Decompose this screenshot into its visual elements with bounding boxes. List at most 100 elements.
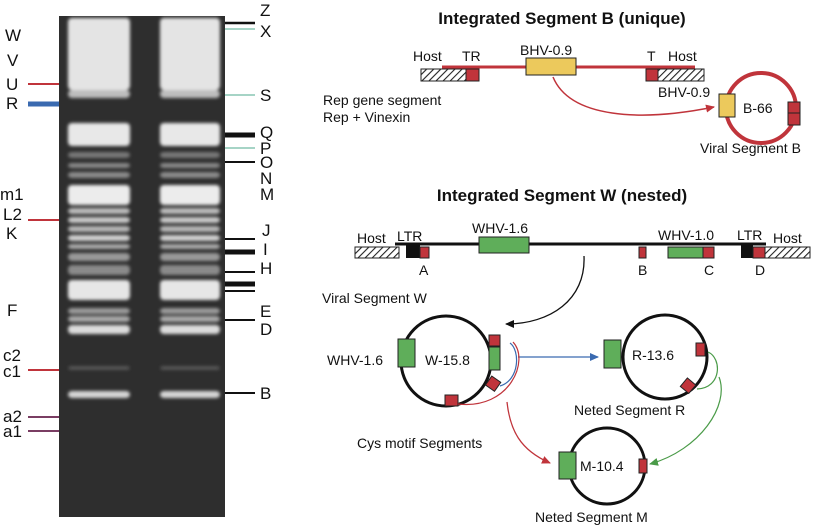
site-c: C: [704, 262, 714, 278]
gel-band: [160, 123, 220, 146]
gel-band: [160, 172, 220, 178]
segment-w-title: Integrated Segment W (nested): [437, 186, 687, 205]
gel-band: [160, 325, 220, 334]
neted-segment-m-label: Neted Segment M: [535, 509, 648, 525]
band-label-c2: c2: [3, 346, 21, 365]
gel-band: [68, 325, 130, 334]
gel-band: [160, 235, 220, 241]
r136-label: R-13.6: [632, 347, 674, 363]
gel-band: [160, 253, 220, 261]
neted-segment-r-label: Neted Segment R: [574, 402, 685, 418]
segment-b-diagram: Integrated Segment B (unique) Host TR BH…: [323, 9, 801, 156]
gel-image: [59, 16, 225, 517]
band-label-f: F: [7, 301, 17, 320]
tr-label: TR: [462, 48, 481, 64]
t-label: T: [647, 48, 656, 64]
gel-band: [68, 253, 130, 261]
segment-w-diagram: Integrated Segment W (nested) Host LTR W…: [322, 186, 811, 525]
band-label-e: E: [260, 302, 271, 321]
segment-b-title: Integrated Segment B (unique): [438, 9, 685, 28]
host-dna-right: [657, 68, 705, 82]
band-label-q: Q: [260, 123, 273, 142]
band-label-x: X: [260, 22, 271, 41]
gel-band: [160, 280, 220, 300]
band-label-l2: L2: [3, 205, 22, 224]
site-b: B: [638, 262, 647, 278]
band-label-j: J: [262, 221, 271, 240]
whv16-box: [478, 236, 530, 254]
gel-band: [68, 152, 130, 158]
gel-band: [160, 391, 220, 398]
gel-band: [68, 18, 130, 90]
bhv-gene-box: [525, 57, 577, 76]
gel-band: [68, 366, 130, 370]
band-label-m1: m1: [0, 185, 24, 204]
band-label-h: H: [260, 259, 272, 278]
nested-circle-r: [621, 313, 709, 401]
gel-band: [68, 235, 130, 241]
band-label-r: R: [6, 94, 18, 113]
gel-band: [160, 163, 220, 168]
rep-vinexin-note: Rep + Vinexin: [323, 109, 410, 125]
b66-label: B-66: [743, 100, 773, 116]
gel-band: [68, 123, 130, 146]
band-label-o: O: [260, 153, 273, 172]
gel-band: [68, 163, 130, 168]
viral-segment-b-label: Viral Segment B: [700, 140, 801, 156]
gel-band: [160, 152, 220, 158]
gel-band: [160, 265, 220, 275]
band-label-m: M: [260, 185, 274, 204]
gel-band: [68, 280, 130, 300]
band-label-a2: a2: [3, 407, 22, 426]
t-box: [645, 68, 659, 82]
band-label-a1: a1: [3, 422, 22, 441]
gel-band: [68, 90, 130, 98]
host-dna-left: [420, 68, 467, 82]
gel-band: [68, 391, 130, 398]
gel-band: [68, 308, 130, 314]
arrow-to-m-green: [649, 376, 722, 466]
band-label-b: B: [260, 384, 271, 403]
arrow-w: [505, 255, 585, 328]
gel-band: [160, 217, 220, 223]
gel-band: [160, 185, 220, 205]
whv16-label: WHV-1.6: [472, 220, 528, 236]
gel-band: [68, 172, 130, 178]
gel-band: [160, 90, 220, 98]
band-label-i: I: [263, 240, 268, 259]
m104-label: M-10.4: [580, 458, 624, 474]
band-label-n: N: [260, 169, 272, 188]
tr-box: [465, 68, 480, 82]
gel-band: [68, 316, 130, 322]
band-label-z: Z: [260, 1, 270, 20]
bhv-label: BHV-0.9: [520, 42, 572, 58]
host-left-label: Host: [413, 48, 442, 64]
gel-band: [160, 226, 220, 232]
w-host-left-label: Host: [357, 230, 386, 246]
band-label-u: U: [6, 75, 18, 94]
ltr-left-label: LTR: [397, 228, 422, 244]
whv10-label: WHV-1.0: [658, 227, 714, 243]
band-label-s: S: [260, 86, 271, 105]
band-label-c1: c1: [3, 362, 21, 381]
gel-band: [160, 18, 220, 90]
ltr-right-label: LTR: [737, 227, 762, 243]
band-label-p: P: [260, 139, 271, 158]
viral-segment-w-label: Viral Segment W: [322, 290, 428, 306]
band-label-w: W: [5, 26, 21, 45]
gel-band: [68, 185, 130, 205]
gel-band: [68, 217, 130, 223]
site-d: D: [755, 262, 765, 278]
gel-right-labels: Z X S Q P O N M J I H E D B: [260, 1, 274, 403]
host-right-label: Host: [668, 48, 697, 64]
gel-markers: [28, 21, 255, 432]
whv10-box: [667, 246, 704, 259]
band-label-d: D: [260, 320, 272, 339]
gel-band: [68, 265, 130, 275]
gel-band: [68, 226, 130, 232]
gel-band: [160, 366, 220, 370]
arrow-to-m-red: [506, 401, 551, 464]
gel-band: [160, 244, 220, 249]
cys-motif-label: Cys motif Segments: [357, 435, 482, 451]
rep-gene-note: Rep gene segment: [323, 92, 441, 108]
